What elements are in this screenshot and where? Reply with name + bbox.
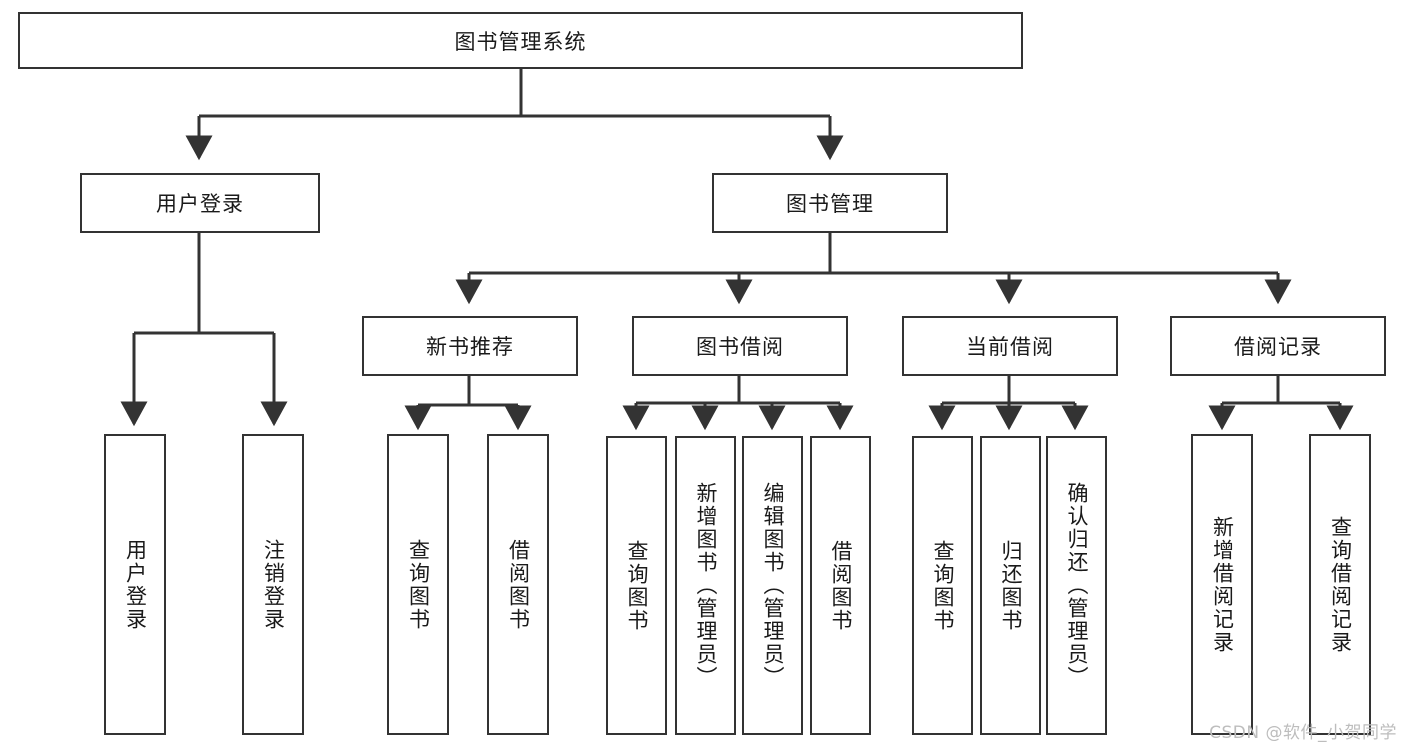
node-leaf-confirm-return-admin[interactable]: 确认归还（管理员） xyxy=(1046,436,1107,735)
node-borrow-record-label: 借阅记录 xyxy=(1234,335,1322,359)
node-user-login-label: 用户登录 xyxy=(156,192,244,216)
node-leaf-query-book-current-label: 查询图书 xyxy=(931,539,955,632)
node-root-label: 图书管理系统 xyxy=(454,29,587,54)
node-leaf-query-book-current[interactable]: 查询图书 xyxy=(912,436,973,735)
watermark: CSDN @软件_小贺同学 xyxy=(1209,723,1397,743)
node-current-borrow[interactable]: 当前借阅 xyxy=(902,316,1118,376)
node-leaf-add-book-admin[interactable]: 新增图书（管理员） xyxy=(675,436,736,735)
node-book-borrow-label: 图书借阅 xyxy=(696,335,784,359)
node-root[interactable]: 图书管理系统 xyxy=(18,12,1023,69)
node-leaf-user-login-label: 用户登录 xyxy=(123,538,148,631)
node-borrow-record[interactable]: 借阅记录 xyxy=(1170,316,1386,376)
node-leaf-borrow-book[interactable]: 借阅图书 xyxy=(810,436,871,735)
node-book-manage[interactable]: 图书管理 xyxy=(712,173,948,233)
node-leaf-confirm-return-admin-label: 确认归还（管理员） xyxy=(1065,482,1089,689)
node-leaf-query-book-rec[interactable]: 查询图书 xyxy=(387,434,449,735)
node-new-book-recommend-label: 新书推荐 xyxy=(426,335,514,359)
node-book-borrow[interactable]: 图书借阅 xyxy=(632,316,848,376)
node-new-book-recommend[interactable]: 新书推荐 xyxy=(362,316,578,376)
node-leaf-add-borrow-record[interactable]: 新增借阅记录 xyxy=(1191,434,1253,735)
node-leaf-query-book-borrow[interactable]: 查询图书 xyxy=(606,436,667,735)
node-user-login[interactable]: 用户登录 xyxy=(80,173,320,233)
node-leaf-borrow-book-rec[interactable]: 借阅图书 xyxy=(487,434,549,735)
node-leaf-add-book-admin-label: 新增图书（管理员） xyxy=(694,482,718,689)
node-leaf-query-book-borrow-label: 查询图书 xyxy=(625,539,649,632)
node-leaf-query-borrow-record-label: 查询借阅记录 xyxy=(1328,515,1353,654)
node-leaf-logout[interactable]: 注销登录 xyxy=(242,434,304,735)
node-leaf-return-book[interactable]: 归还图书 xyxy=(980,436,1041,735)
node-leaf-logout-label: 注销登录 xyxy=(261,538,286,631)
node-leaf-add-borrow-record-label: 新增借阅记录 xyxy=(1210,515,1235,654)
node-leaf-edit-book-admin-label: 编辑图书（管理员） xyxy=(761,482,785,689)
node-leaf-query-borrow-record[interactable]: 查询借阅记录 xyxy=(1309,434,1371,735)
node-leaf-borrow-book-label: 借阅图书 xyxy=(829,539,853,632)
node-leaf-return-book-label: 归还图书 xyxy=(999,539,1023,632)
node-leaf-edit-book-admin[interactable]: 编辑图书（管理员） xyxy=(742,436,803,735)
node-leaf-borrow-book-rec-label: 借阅图书 xyxy=(506,538,531,631)
node-leaf-query-book-rec-label: 查询图书 xyxy=(406,538,431,631)
node-book-manage-label: 图书管理 xyxy=(786,192,874,216)
node-current-borrow-label: 当前借阅 xyxy=(966,335,1054,359)
node-leaf-user-login[interactable]: 用户登录 xyxy=(104,434,166,735)
